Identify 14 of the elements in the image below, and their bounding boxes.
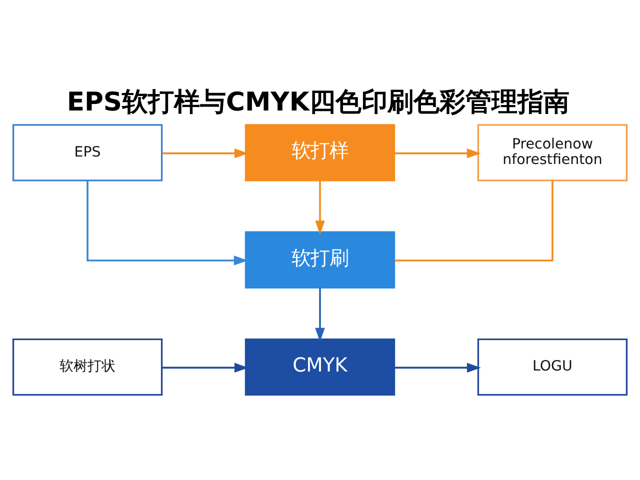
node-box: 软树打状 — [12, 338, 163, 396]
diagram-title: EPS软打样与CMYK四色印刷色彩管理指南 — [66, 87, 570, 118]
connector — [394, 180, 554, 261]
arrow — [86, 180, 248, 265]
node-box: EPS — [12, 124, 163, 181]
node-box: 软打刷 — [244, 230, 396, 288]
arrow — [315, 180, 325, 234]
node-box: 软打样 — [244, 124, 396, 181]
node-box: LOGU — [477, 338, 628, 396]
node-box: Precolenow nforestfienton — [477, 124, 628, 181]
arrow — [394, 362, 481, 372]
arrow — [315, 288, 325, 342]
node-box: CMYK — [244, 338, 396, 396]
arrow — [394, 148, 481, 158]
